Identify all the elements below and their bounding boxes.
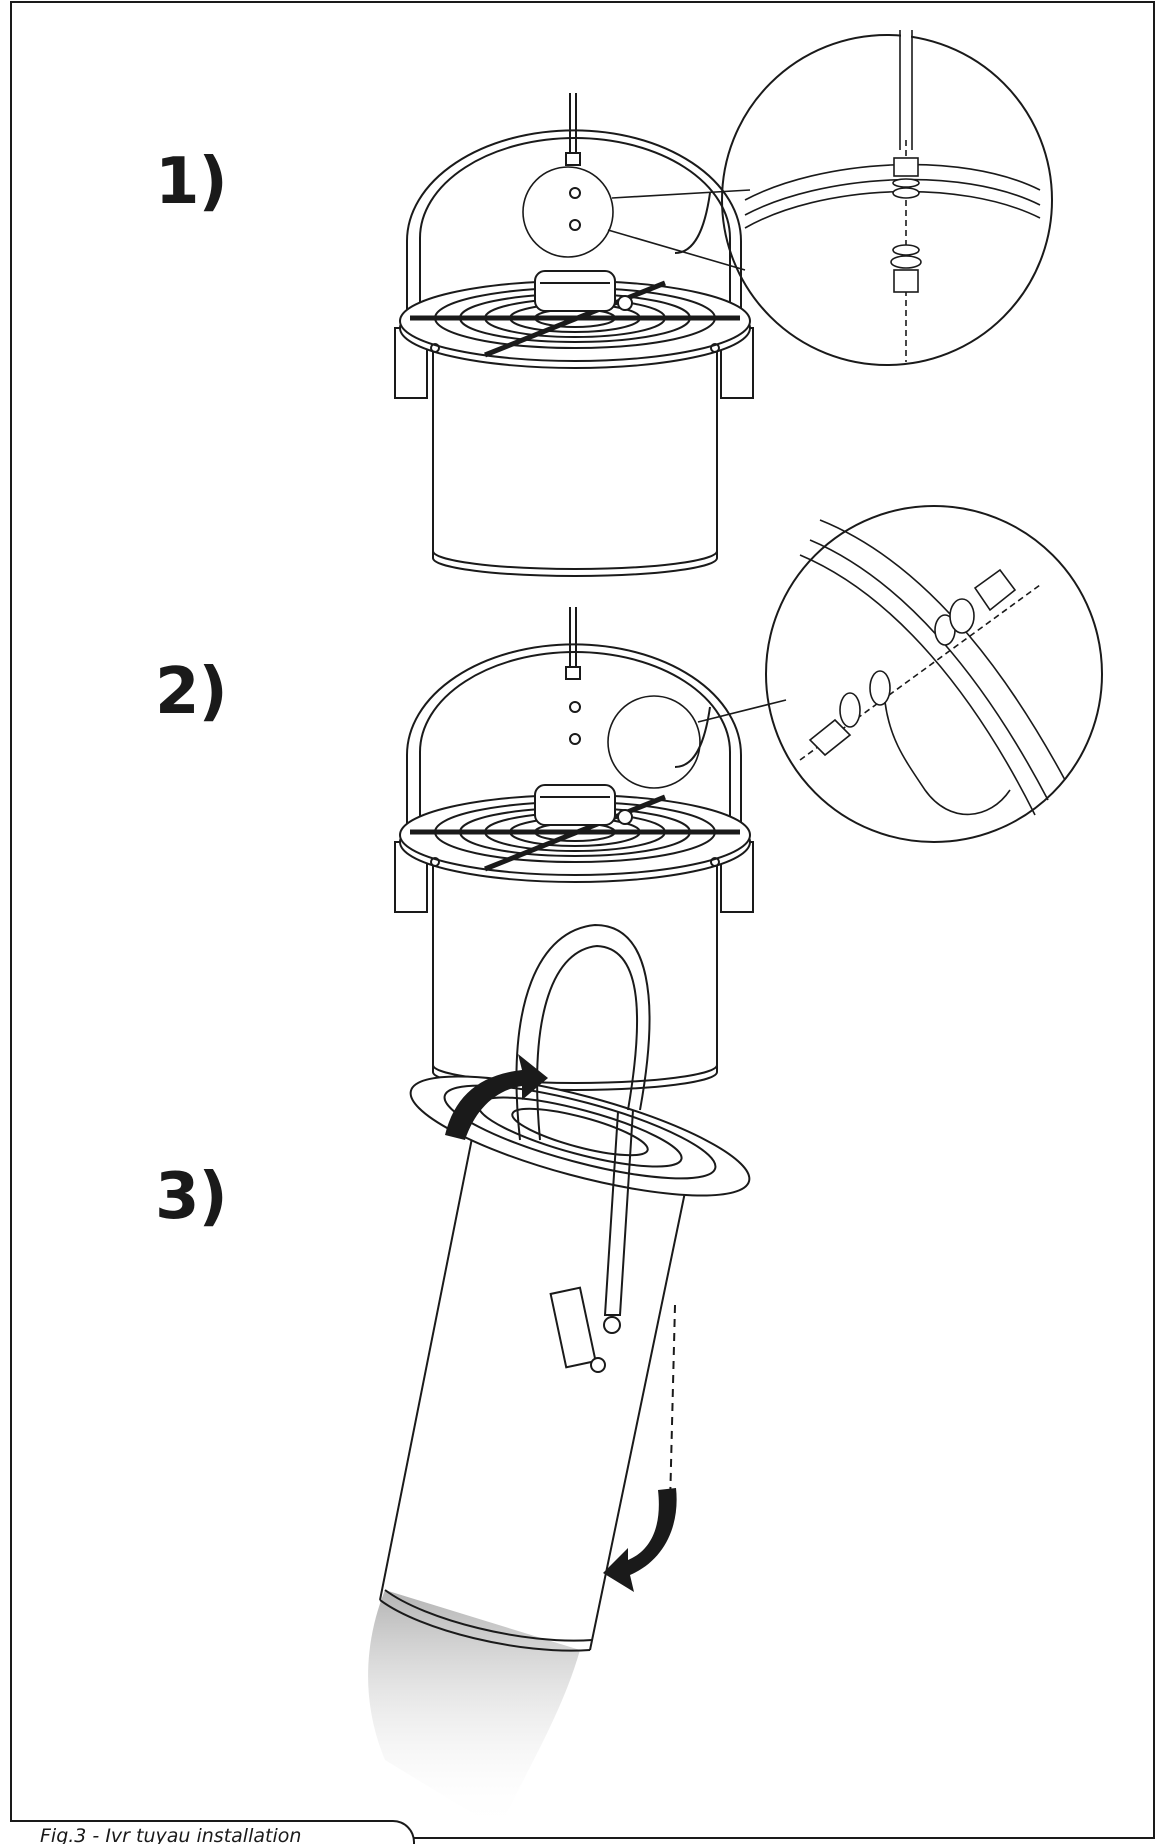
detail-magnifier-icon [522,166,614,258]
step-1-label: 1) [155,145,228,219]
fan-unit-icon [395,93,753,576]
figure-caption-tab: Fig.3 - Ivr tuyau installation [10,1820,415,1844]
tilted-fan-unit-icon [368,923,751,1830]
detail-magnifier-icon [607,695,701,789]
rotate-arrow-icon [445,1054,677,1592]
nut-washer-stack-icon [890,157,922,293]
step-2-label: 2) [155,655,228,729]
fan-unit-icon [395,607,753,1090]
ground-cable-lug-icon [808,568,1017,816]
diagram-frame [10,1,1155,1839]
figure-caption: Fig.3 - Ivr tuyau installation [40,1825,302,1844]
step-3-label: 3) [155,1160,228,1234]
